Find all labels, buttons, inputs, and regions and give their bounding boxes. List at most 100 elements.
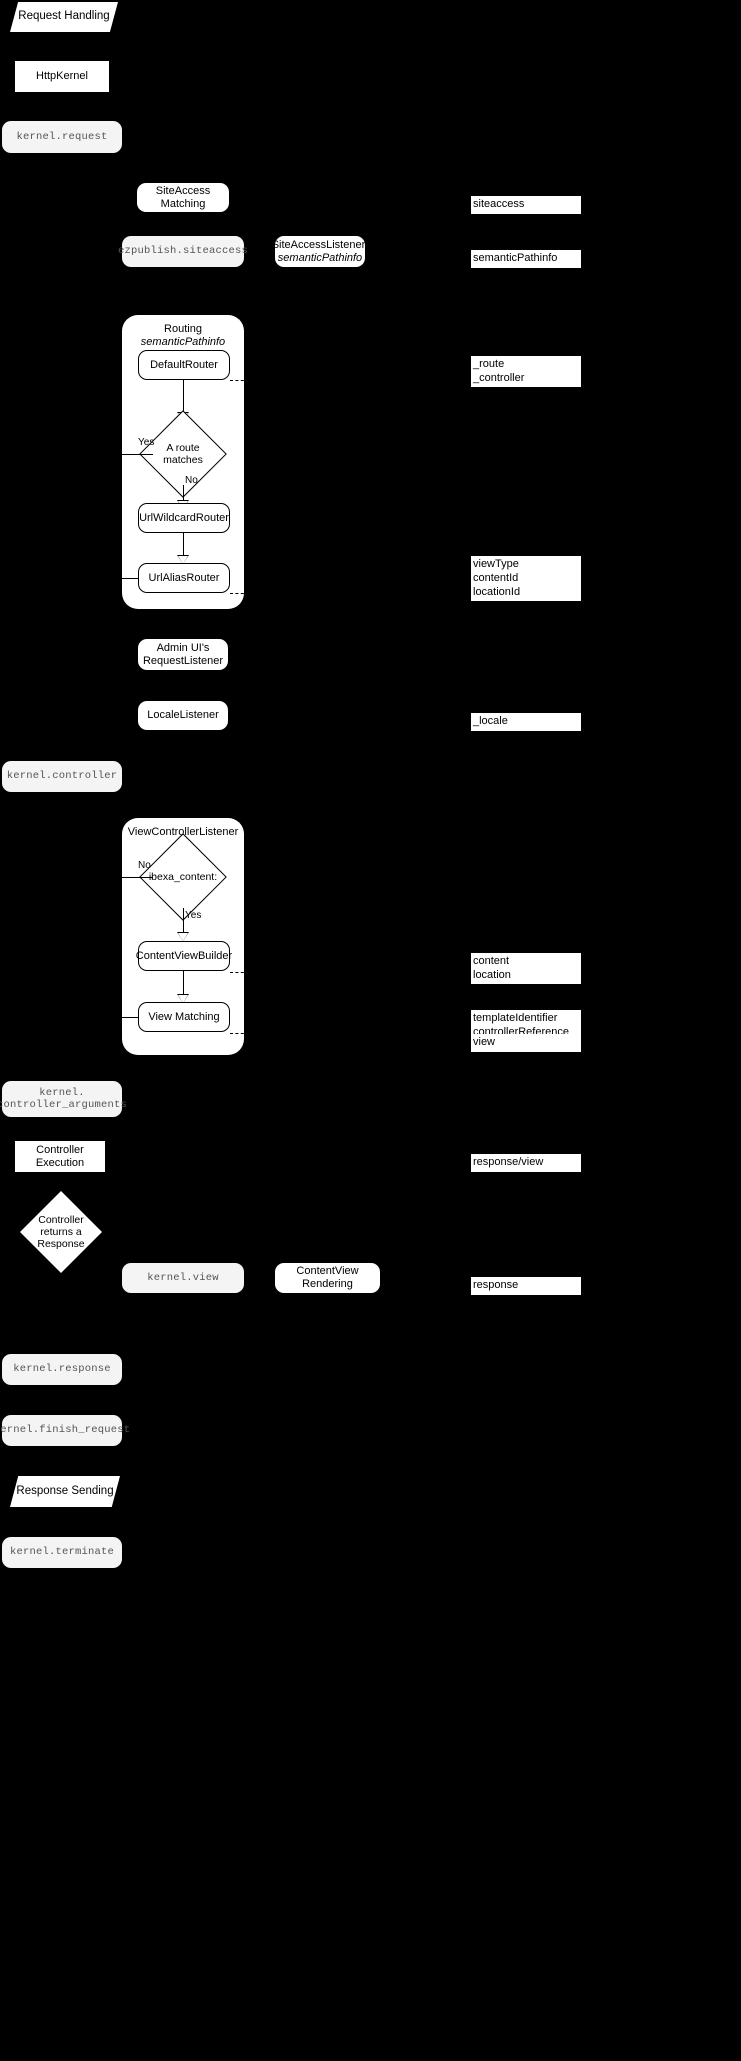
event-kernel-request: kernel.request [2, 121, 122, 153]
dashed-builder-to-attr [230, 972, 260, 973]
attr-response-label: response [473, 1279, 519, 1291]
decision-ibexa-content-label: ibexa_content: [148, 870, 218, 883]
attr-semanticpathinfo: semanticPathinfo [471, 250, 581, 268]
node-controller-execution-label: Controller Execution [35, 1143, 85, 1169]
dashed-defaultrouter-to-attr [230, 380, 260, 381]
attr-locationid-label: locationId [473, 586, 521, 599]
phase-request-handling-label: Request Handling [18, 10, 110, 23]
attr-view-content-location: viewType contentId locationId [471, 556, 581, 601]
arrowhead-view-matching [177, 994, 189, 1003]
connector-ibexa-no-branch [122, 877, 153, 878]
decision-ibexa-no-label: No [138, 860, 151, 871]
event-kernel-terminate: kernel.terminate [2, 1537, 122, 1568]
node-admin-ui-request-listener-line2: RequestListener [142, 654, 224, 667]
group-routing: Routing semanticPathinfo (ChainRouter) D… [122, 315, 244, 609]
decision-ibexa-yes-label: Yes [185, 910, 202, 921]
event-kernel-controller-arguments-line2: controller_arguments [0, 1099, 128, 1111]
event-ezpublish-siteaccess-label: ezpublish.siteaccess [117, 245, 249, 258]
connector-decision-to-wildcard [183, 485, 184, 504]
node-contentview-rendering-label: ContentView Rendering [296, 1265, 359, 1290]
event-kernel-finish-request-label: kernel.finish_request [0, 1424, 131, 1437]
event-kernel-controller: kernel.controller [2, 761, 122, 792]
decision-controller-line2: returns a [40, 1225, 82, 1238]
decision-controller-line1: Controller [38, 1213, 84, 1226]
event-kernel-view-label: kernel.view [147, 1271, 219, 1284]
node-locale-listener-label: LocaleListener [147, 709, 219, 722]
attr-locale: _locale [471, 713, 581, 731]
event-kernel-view: kernel.view [122, 1263, 244, 1293]
attr-response-view-label: response/view [473, 1156, 544, 1168]
node-urlwildcardrouter: UrlWildcardRouter [138, 503, 230, 533]
decision-controller-returns-response: Controller returns a Response [19, 1190, 103, 1274]
connector-defaultrouter-to-decision [183, 380, 184, 415]
attr-response: response [471, 1277, 581, 1295]
group-view-controller-listener: ViewControllerListener ibexa_content: No… [122, 818, 244, 1055]
event-kernel-controller-arguments: kernel. controller_arguments [0, 1081, 127, 1117]
decision-route-matches-line1: A route [166, 441, 200, 454]
connector-yes-branch [122, 454, 153, 455]
node-siteaccess-matching: SiteAccess Matching [137, 183, 229, 212]
attr-route-controller: _route _controller [471, 356, 581, 387]
attr-view-label: view [473, 1036, 496, 1048]
attr-response-view: response/view [471, 1154, 581, 1172]
attr-viewtype-label: viewType [473, 558, 519, 570]
node-siteaccess-listener: SiteAccessListener: semanticPathinfo [272, 236, 368, 267]
node-controller-execution: Controller Execution [15, 1141, 105, 1172]
group-routing-title-line1: Routing semanticPathinfo [140, 323, 226, 349]
attr-route-label: _route [473, 358, 505, 370]
node-contentviewbuilder: ContentViewBuilder [135, 941, 233, 971]
node-view-matching: View Matching [138, 1002, 230, 1032]
attr-controller-label: _controller [473, 372, 525, 385]
event-kernel-response-label: kernel.response [13, 1363, 111, 1376]
node-urlaliasrouter: UrlAliasRouter [138, 563, 230, 593]
connector-builder-to-matching [183, 971, 184, 998]
node-httpkernel-label: HttpKernel [36, 70, 88, 83]
phase-request-handling: Request Handling [10, 2, 118, 32]
arrowhead-builder [177, 932, 189, 941]
node-contentviewbuilder-label: ContentViewBuilder [135, 950, 233, 962]
node-contentview-rendering: ContentView Rendering [275, 1263, 380, 1293]
phase-response-sending-label: Response Sending [16, 1484, 114, 1497]
attr-siteaccess: siteaccess [471, 196, 581, 214]
phase-response-sending: Response Sending [10, 1476, 120, 1507]
attr-templateidentifier-label: templateIdentifier [473, 1012, 558, 1024]
dashed-matching-to-attr [230, 1033, 260, 1034]
connector-view-matching-left [122, 1017, 139, 1018]
arrowhead-alias [177, 555, 189, 564]
decision-route-matches-label: A route matches [152, 423, 214, 485]
node-admin-ui-request-listener-line1: Admin UI's [156, 641, 210, 654]
node-view-matching-label: View Matching [148, 1011, 220, 1023]
node-httpkernel: HttpKernel [15, 61, 109, 92]
group-view-controller-listener-title: ViewControllerListener [127, 826, 239, 838]
event-kernel-terminate-label: kernel.terminate [9, 1546, 115, 1559]
node-admin-ui-request-listener: Admin UI's RequestListener [138, 639, 228, 670]
attr-location-label: location [473, 969, 511, 982]
decision-route-no-label: No [185, 475, 198, 486]
node-siteaccess-listener-line2: semanticPathinfo [277, 251, 363, 264]
decision-ibexa-content: ibexa_content: [139, 833, 227, 921]
attr-siteaccess-label: siteaccess [473, 198, 525, 210]
event-ezpublish-siteaccess: ezpublish.siteaccess [118, 236, 248, 267]
event-kernel-request-label: kernel.request [16, 130, 108, 143]
event-kernel-controller-arguments-line1: kernel. [39, 1086, 85, 1099]
decision-controller-line3: Response [37, 1238, 85, 1251]
node-defaultrouter: DefaultRouter [138, 350, 230, 380]
attr-contentid-label: contentId [473, 572, 519, 585]
decision-route-yes-label: Yes [138, 437, 155, 448]
dashed-alias-to-attr [230, 593, 260, 594]
connector-alias-left [122, 578, 139, 579]
decision-controller-returns-response-label: Controller returns a Response [23, 1191, 99, 1273]
attr-locale-label: _locale [473, 715, 508, 727]
node-urlaliasrouter-label: UrlAliasRouter [148, 572, 220, 584]
event-kernel-finish-request: kernel.finish_request [0, 1415, 130, 1446]
attr-view: view [471, 1034, 581, 1052]
node-defaultrouter-label: DefaultRouter [150, 359, 218, 371]
connector-ibexa-to-builder [183, 908, 184, 936]
node-locale-listener: LocaleListener [138, 701, 228, 730]
attr-semanticpathinfo-label: semanticPathinfo [473, 252, 558, 264]
decision-route-matches-line2: matches [163, 454, 203, 466]
event-kernel-response: kernel.response [2, 1354, 122, 1385]
attr-content-location: content location [471, 953, 581, 984]
attr-content-label: content [473, 955, 510, 967]
